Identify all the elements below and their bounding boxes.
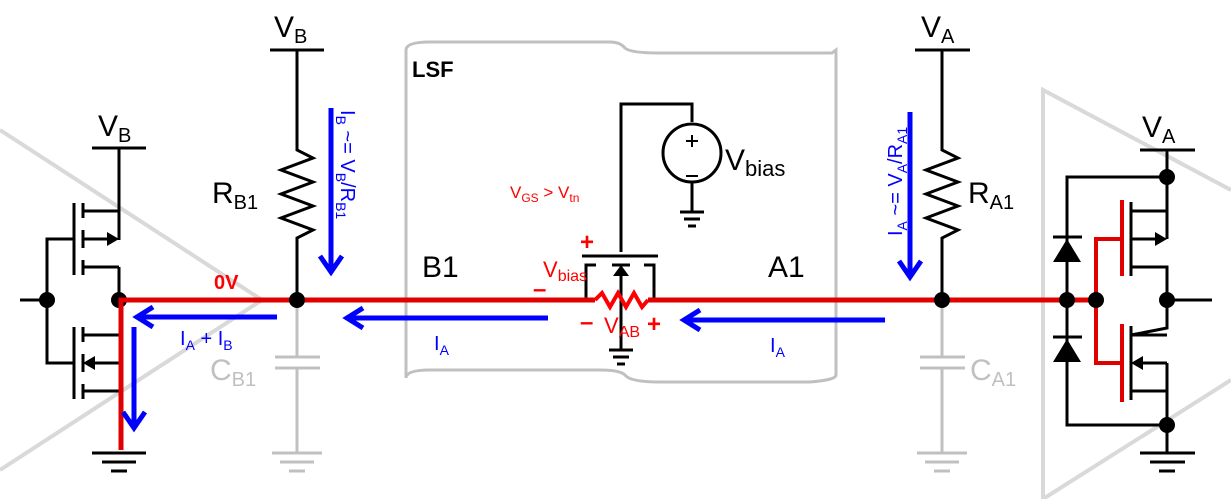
right-upper-diode-wire (1065, 175, 1167, 260)
ia-left-label: IA (434, 333, 450, 358)
ib-equation: IB ~= VB/RB1 (333, 110, 358, 219)
ib-arrow-icon (317, 108, 345, 277)
ia-right-label: IA (770, 335, 786, 360)
right-lower-diode-icon (1053, 335, 1082, 362)
vgs-annotation: VGS > Vtn (510, 183, 579, 205)
right-input-junction (1088, 292, 1104, 308)
iab-arrow-icon (120, 304, 277, 433)
gate-bias-wire (619, 102, 694, 252)
ca1-label: CA1 (970, 354, 1016, 391)
rb1-resistor-icon (276, 50, 318, 300)
vab-minus: – (580, 309, 593, 336)
zero-v-label: 0V (214, 272, 239, 294)
vab-label: VAB (604, 313, 640, 341)
vbias-plus: + (580, 229, 594, 256)
left-input-junction (39, 292, 55, 308)
lsf-block-outline (404, 40, 838, 384)
right-ground-icon (1140, 425, 1195, 473)
left-pmos-icon (72, 203, 121, 300)
left-vb-label: VB (98, 110, 131, 147)
ra1-va-label: VA (921, 11, 955, 48)
right-pmos-icon (1129, 202, 1169, 337)
a1-node-label: A1 (768, 251, 805, 284)
ia-arrow-b-side-icon (342, 305, 548, 331)
right-buffer-outline-lower (1041, 378, 1231, 499)
lsf-label: LSF (412, 57, 454, 82)
pass-nmos-icon (582, 254, 658, 366)
b1-node-label: B1 (422, 251, 459, 284)
vbias-gate-label: Vbias (543, 257, 587, 285)
ia-arrow-right-branch-icon (896, 112, 924, 282)
rb1-label: RB1 (212, 177, 258, 214)
vab-plus: + (647, 311, 661, 338)
right-nmos-icon (1129, 326, 1169, 425)
a1-junction (934, 292, 950, 308)
left-nmos-icon (72, 327, 119, 399)
vbias-source-label: Vbias (725, 144, 785, 181)
ra1-resistor-icon (921, 50, 963, 300)
vbias-minus: – (533, 276, 546, 303)
ia-arrow-a-side-icon (679, 307, 885, 333)
right-va-label: VA (1142, 111, 1176, 148)
cb1-capacitor-icon (272, 300, 322, 473)
left-ground-icon (92, 451, 146, 473)
ia-equation: IA ~= VA/RA1 (885, 127, 910, 236)
iab-label: IA + IB (180, 328, 233, 353)
right-va-junction (1159, 169, 1175, 185)
right-upper-diode-icon (1053, 235, 1082, 262)
right-lower-diode-wire (1065, 340, 1169, 453)
b1-junction (289, 292, 305, 308)
rb1-vb-label: VB (274, 11, 307, 48)
right-diode-junction (1059, 292, 1075, 308)
vbias-source-icon (661, 122, 723, 228)
cb1-label: CB1 (210, 354, 256, 391)
ca1-capacitor-icon (917, 300, 967, 473)
channel-resistance-icon (593, 288, 650, 312)
right-output-junction (1159, 292, 1175, 308)
b-side-path (118, 297, 595, 450)
ra1-label: RA1 (968, 177, 1014, 214)
